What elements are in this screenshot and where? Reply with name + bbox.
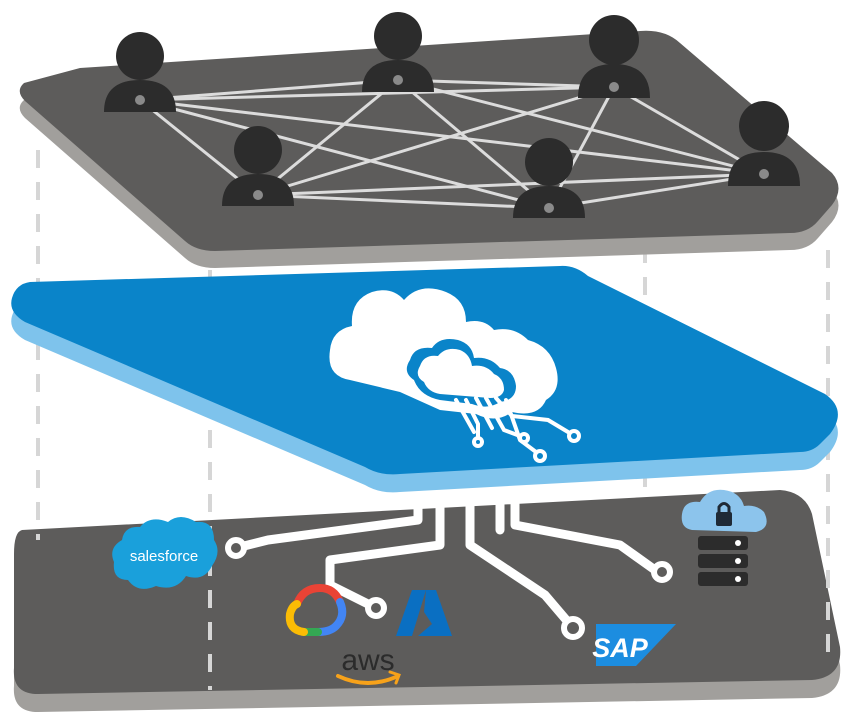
lock-body-icon (716, 512, 732, 526)
server-unit-1 (698, 536, 748, 550)
aws-logo: aws (336, 644, 401, 685)
cloud-security-group (681, 489, 767, 586)
server-unit-3 (698, 572, 748, 586)
google-cloud-blue (314, 598, 347, 636)
server-icon (698, 536, 748, 586)
google-cloud-yellow (285, 600, 308, 636)
terminal-google (365, 597, 387, 619)
aws-label: aws (341, 644, 394, 677)
cloud-lock-icon (681, 489, 767, 532)
trace-to-salesforce (231, 483, 423, 553)
trace-to-sap (465, 483, 573, 627)
terminal-server (651, 561, 673, 583)
terminal-salesforce (225, 537, 247, 559)
aws-arrow-icon (388, 670, 401, 685)
salesforce-logo: salesforce (112, 517, 218, 589)
trace-to-server (510, 483, 660, 575)
sap-logo: SAP (592, 624, 676, 666)
sap-label: SAP (592, 633, 649, 663)
google-cloud-logo (285, 583, 347, 636)
google-cloud-red (293, 583, 344, 608)
trace-to-google (325, 483, 445, 610)
person-icon (578, 15, 650, 98)
user-network-lines (139, 78, 765, 210)
salesforce-cloud-icon (112, 517, 218, 589)
azure-logo (396, 590, 452, 636)
aws-smile-icon (336, 674, 400, 685)
network-nodes (135, 75, 769, 213)
cloud-circuit-terminals (472, 429, 581, 463)
azure-left-stroke (396, 590, 426, 636)
person-icon (513, 138, 585, 218)
cloud-circuit-icon (329, 288, 581, 463)
inner-cloud-white (417, 348, 504, 398)
terminal-sap (561, 616, 585, 640)
lock-shackle-icon (717, 502, 731, 513)
azure-right-stroke (418, 590, 452, 636)
sap-badge (596, 624, 676, 666)
trace-terminals (225, 537, 673, 640)
circuit-traces (231, 483, 660, 627)
server-unit-2 (698, 554, 748, 568)
salesforce-label: salesforce (130, 548, 198, 565)
